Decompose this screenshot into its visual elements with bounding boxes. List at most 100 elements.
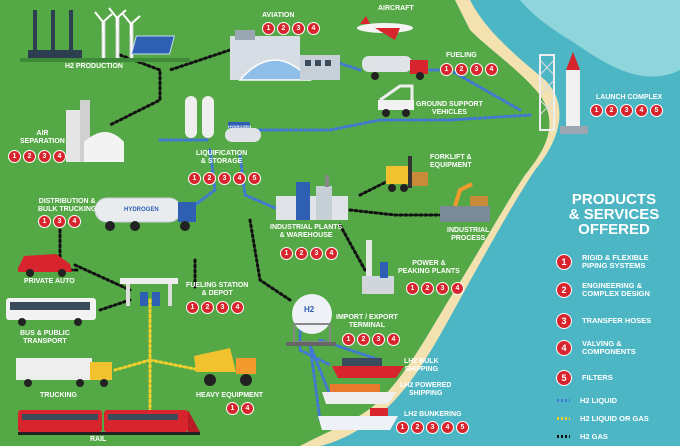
hydrogen-truck-illustration xyxy=(94,197,196,231)
service-badge: 3 xyxy=(216,301,229,314)
service-item: 2 ENGINEERING &COMPLEX DESIGN xyxy=(556,282,650,298)
service-badge: 3 xyxy=(620,104,633,117)
powered-ship-illustration xyxy=(322,384,396,404)
service-badge: 3 xyxy=(426,421,439,434)
legend-line-gas: H2 GAS xyxy=(557,432,608,441)
service-badge: 4 xyxy=(68,215,81,228)
service-badge: 4 xyxy=(307,22,320,35)
tank-hydrogen-text: HYDROGEN xyxy=(228,124,252,129)
service-badge: 1 xyxy=(186,301,199,314)
aircraft-illustration xyxy=(357,16,413,40)
service-badge: 2 xyxy=(421,282,434,295)
service-badge: 1 xyxy=(590,104,603,117)
service-badge: 5 xyxy=(248,172,261,185)
industrial-plants-illustration xyxy=(276,175,348,220)
fuel-truck-illustration xyxy=(362,56,428,80)
ground-support-illustration xyxy=(378,84,414,117)
service-badge: 3 xyxy=(372,333,385,346)
h2-sphere-text: H2 xyxy=(304,305,315,314)
service-badge: 3 xyxy=(53,215,66,228)
liquification-illustration xyxy=(185,96,261,142)
h2-production-illustration xyxy=(20,7,190,62)
label-h2-production: H2 PRODUCTION xyxy=(65,63,123,70)
service-badge: 4 xyxy=(325,247,338,260)
service-badge: 4 xyxy=(241,402,254,415)
sea xyxy=(300,0,680,446)
service-item: 5 FILTERS xyxy=(556,370,613,386)
power-plants-illustration xyxy=(362,240,394,294)
service-badge: 4 xyxy=(233,172,246,185)
service-badge: 4 xyxy=(387,333,400,346)
private-auto-illustration xyxy=(18,254,72,277)
industrial-process-illustration xyxy=(440,182,490,222)
service-badge: 3 xyxy=(310,247,323,260)
launch-complex-illustration xyxy=(539,52,588,134)
service-badge: 5 xyxy=(650,104,663,117)
service-badge: 3 xyxy=(38,150,51,163)
service-badge: 3 xyxy=(218,172,231,185)
terminal-sphere-illustration xyxy=(286,294,336,346)
label-launch-complex: LAUNCH COMPLEX xyxy=(596,94,663,101)
forklift-illustration xyxy=(386,156,428,192)
service-badge: 2 xyxy=(201,301,214,314)
service-badge: 4 xyxy=(53,150,66,163)
bus-illustration xyxy=(6,298,96,326)
service-badge: 1 xyxy=(280,247,293,260)
fueling-station-illustration xyxy=(120,278,178,306)
label-fueling-station: FUELING STATION& DEPOT xyxy=(186,282,249,297)
service-badge: 4 xyxy=(441,421,454,434)
service-badge: 1 xyxy=(396,421,409,434)
label-fueling: FUELING xyxy=(446,52,477,59)
legend: PRODUCTS & SERVICES OFFERED 1 RIGID & FL… xyxy=(552,191,676,441)
service-badge: 2 xyxy=(23,150,36,163)
service-badge: 1 xyxy=(262,22,275,35)
service-badge: 2 xyxy=(605,104,618,117)
service-item: 4 VALVING &COMPONENTS xyxy=(556,340,636,356)
legend-title: PRODUCTS & SERVICES OFFERED xyxy=(568,191,660,238)
service-badge: 2 xyxy=(277,22,290,35)
bunkering-ship-illustration xyxy=(318,408,398,430)
service-badge: 2 xyxy=(411,421,424,434)
airport-illustration xyxy=(230,30,340,81)
label-power-plants: POWER &PEAKING PLANTS xyxy=(398,260,460,275)
label-industrial-plants: INDUSTRIAL PLANTS& WAREHOUSE xyxy=(270,224,343,239)
label-rail: RAIL xyxy=(90,436,107,443)
label-distribution: DISTRIBUTION &BULK TRUCKING xyxy=(38,198,97,213)
label-private-auto: PRIVATE AUTO xyxy=(24,278,75,285)
legend-line-liquid-or-gas: H2 LIQUID OR GAS xyxy=(557,414,649,423)
truck-hydrogen-text: HYDROGEN xyxy=(124,207,159,213)
heavy-equipment-illustration xyxy=(194,348,256,386)
sea-shallow xyxy=(520,0,680,77)
service-badge: 1 xyxy=(38,215,51,228)
service-badge: 1 xyxy=(226,402,239,415)
service-badge: 4 xyxy=(635,104,648,117)
service-badge: 1 xyxy=(342,333,355,346)
service-badge: 3 xyxy=(292,22,305,35)
label-trucking: TRUCKING xyxy=(40,392,77,399)
service-badge: 2 xyxy=(455,63,468,76)
service-badge: 1 xyxy=(8,150,21,163)
service-badge: 4 xyxy=(231,301,244,314)
label-aviation: AVIATION xyxy=(262,12,295,19)
pipe-gas xyxy=(58,48,442,312)
service-badge: 1 xyxy=(440,63,453,76)
service-badge: 2 xyxy=(295,247,308,260)
service-badge: 2 xyxy=(203,172,216,185)
label-bunkering: LH2 BUNKERING xyxy=(404,411,462,418)
